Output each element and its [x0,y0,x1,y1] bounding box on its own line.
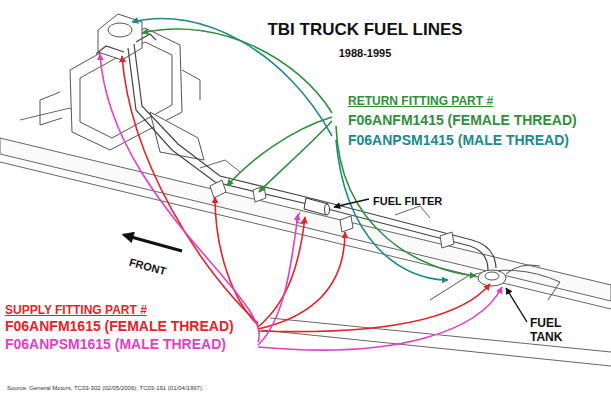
supply-leader-lines-part [258,284,490,332]
return-leader-lines-part [227,117,332,186]
fuel-lines-part [136,34,156,42]
year-range-holder: 1988-1995 [215,43,515,61]
black-leader-lines-part [506,288,527,322]
return-leader-lines-part [336,140,448,280]
part-number-holder: F06ANPSM1415 (MALE THREAD) [348,131,569,149]
engine-part [182,70,200,100]
fuel-tank-part [506,265,540,274]
part-number: F06ANPSM1415 (MALE THREAD) [348,132,569,148]
line-brackets [210,180,454,248]
supply-leader-lines-part [258,232,345,329]
line-brackets-part [340,216,353,232]
part-callout: FUEL FILTER [373,195,442,208]
supply-heading-holder: SUPPLY FITTING PART # [5,300,147,318]
frame-rail-part [395,206,430,218]
part-number: F06ANFM1615 (FEMALE THREAD) [5,318,234,334]
line-brackets-part [440,232,454,248]
engine-part [108,23,132,37]
supply-leader-lines-part [100,54,259,342]
fuel-filter [304,198,330,215]
return-heading-holder: RETURN FITTING PART # [348,91,493,109]
return-heading: RETURN FITTING PART # [348,95,493,109]
engine-part [40,92,62,125]
fuel-tank-part [485,272,499,280]
return-leader-lines-part [259,121,332,192]
supply-leader-lines-part [215,197,258,325]
frame-rail-part [270,318,611,352]
black-leader-lines-part [334,199,369,207]
part-callout-holder: FUEL TANK [530,317,580,345]
return-leader-lines-part [336,126,476,276]
part-number-holder: F06ANFM1415 (FEMALE THREAD) [348,111,577,129]
front-arrow [124,235,182,251]
year-range: 1988-1995 [339,47,392,60]
direction-label-holder: FRONT [127,252,168,279]
black-leader-lines [334,199,527,322]
engine-part [150,112,204,160]
supply-leader-lines-part [258,217,305,327]
fuel-tank-part [430,270,560,300]
fuel-lines-part [128,48,488,270]
source-note-holder: Source: General Motors, TC03-302 (02/05/… [7,376,204,394]
fuel-lines-part [96,46,124,54]
supply-leader-lines [100,54,502,350]
part-callout-holder: FUEL FILTER [373,191,442,209]
fuel-tank-part [478,270,506,286]
part-callout: FUEL TANK [530,317,580,345]
supply-leader-lines-part [122,56,258,323]
diagram-title-holder: TBI TRUCK FUEL LINES [215,20,515,40]
supply-leader-lines-part [258,287,502,350]
line-brackets-part [253,186,266,202]
engine [40,14,204,160]
supply-heading: SUPPLY FITTING PART # [5,304,147,318]
direction-label: FRONT [128,256,168,278]
supply-leader-lines-part [258,214,298,345]
line-brackets-part [210,180,226,198]
return-leader-lines-part [142,29,332,113]
fuel-lines-part [134,44,496,268]
frame-rail [0,108,611,366]
fuel-filter-part [325,204,330,215]
diagram-title: TBI TRUCK FUEL LINES [267,20,462,40]
frame-rail-part [0,162,611,309]
part-number-holder: F06ANFM1615 (FEMALE THREAD) [5,317,234,335]
part-number: F06ANPSM1615 (MALE THREAD) [5,336,226,352]
source-note: Source: General Motors, TC03-302 (02/05/… [7,385,204,392]
part-number-holder: F06ANPSM1615 (MALE THREAD) [5,335,226,353]
part-number: F06ANFM1415 (FEMALE THREAD) [348,112,577,128]
front-arrow-part [124,235,182,251]
return-leader-lines [132,18,476,280]
